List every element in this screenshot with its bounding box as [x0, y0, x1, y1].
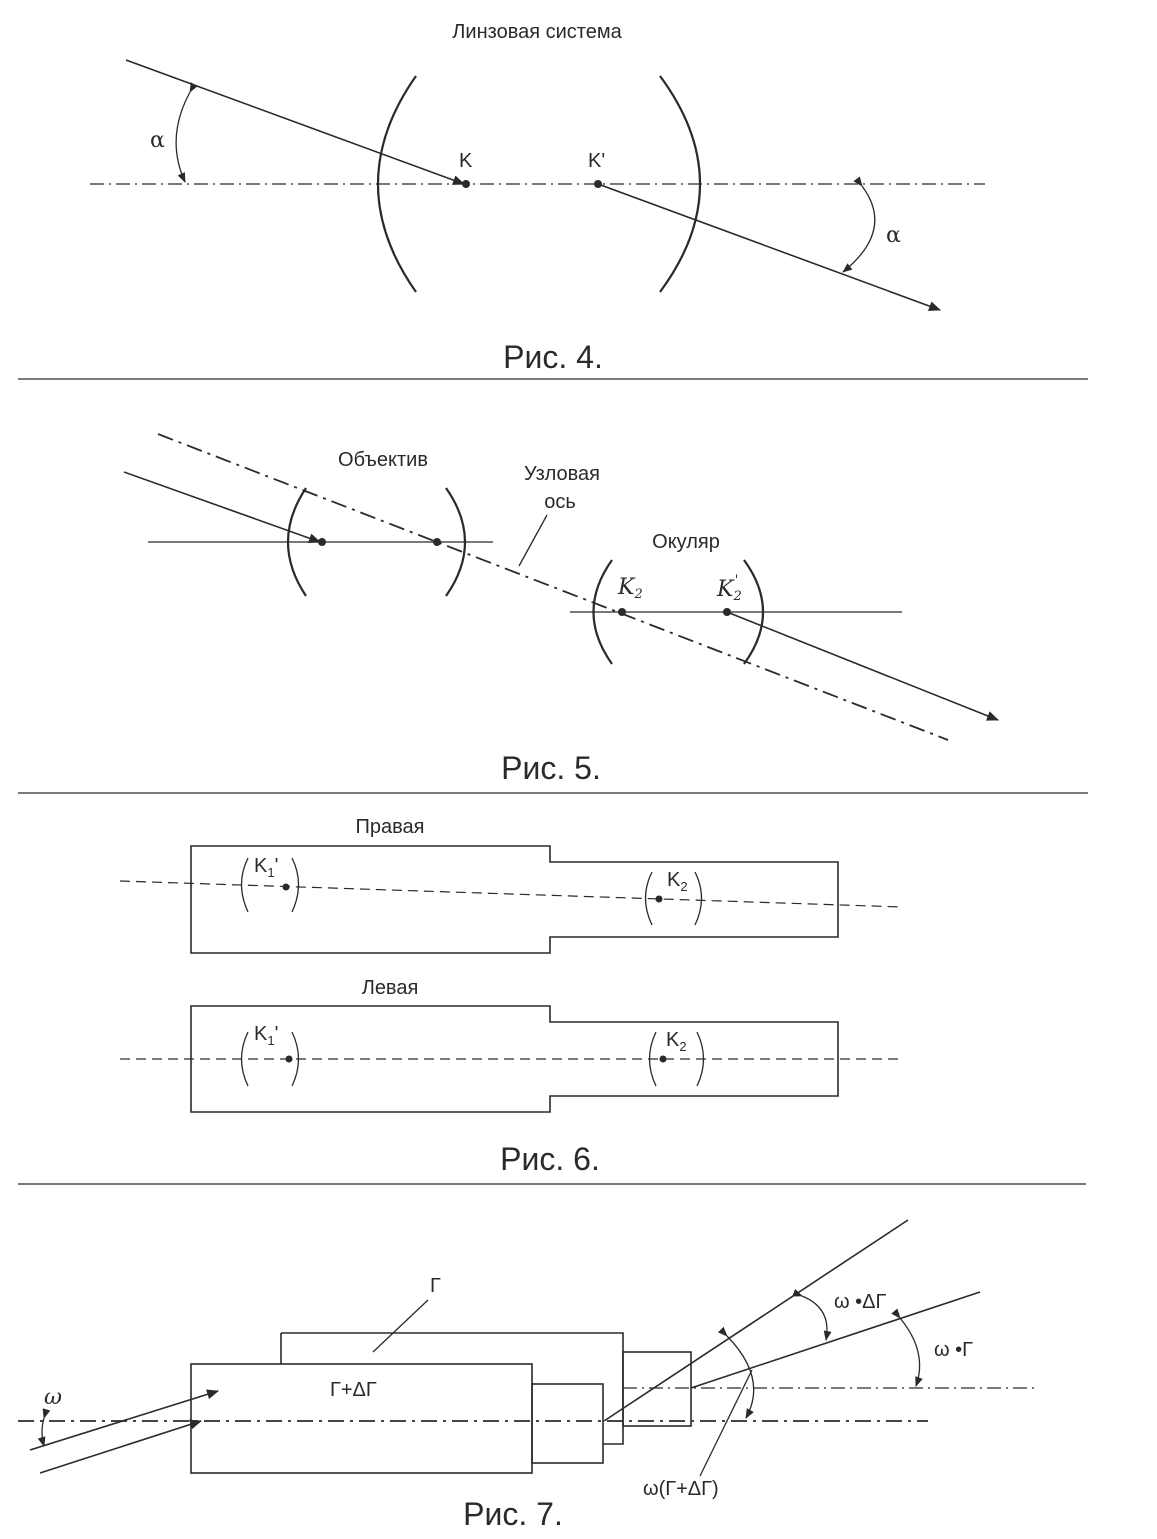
figure-6: Правая K1' K2 Левая K1' K2 Рис. 6. [119, 816, 903, 1177]
fig6-right-k1-lens-left [240, 857, 249, 913]
fig5-eyepiece-nodal-point-k2-prime [723, 608, 731, 616]
fig6-right-k2-point [655, 895, 663, 903]
figure-7: Г Г+ΔГ ω ω •ΔГ ω •Г ω(Г+ΔГ) Рис. 7. [18, 1219, 1035, 1532]
fig7-label-gamma-plus-delta: Г+ΔГ [330, 1379, 377, 1401]
fig5-eyepiece-label: Окуляр [652, 531, 720, 553]
fig4-caption: Рис. 4. [503, 339, 603, 375]
fig5-nodal-axis [157, 433, 949, 741]
fig6-right-k1-lens-right [291, 857, 300, 913]
fig5-emergent-ray [726, 611, 999, 721]
fig6-left-tube-outline [190, 1005, 839, 1113]
fig6-right-tube-outline [190, 845, 839, 954]
fig7-angle-arc-sum [717, 1326, 755, 1419]
fig4-lens-right-surface [659, 75, 702, 293]
fig4-label-k-prime: K' [588, 150, 605, 172]
fig4-nodal-point-k-prime [594, 180, 602, 188]
fig5-label-k2: K2 [617, 575, 643, 602]
fig6-left-k2-lens-left [648, 1031, 657, 1087]
fig7-label-omega-delta-gamma: ω •ΔГ [834, 1291, 887, 1313]
fig6-left-k1-lens-left [240, 1031, 249, 1087]
fig5-objective-nodal-point-back [433, 538, 441, 546]
fig7-back-eyepiece [622, 1351, 692, 1427]
fig5-nodal-axis-leader [518, 514, 548, 567]
fig6-right-label-k1: K1' [254, 855, 278, 880]
fig6-right-k2-lens-right [694, 871, 703, 926]
fig7-angle-arc-gamma [891, 1308, 923, 1387]
fig5-objective-label: Объектив [338, 449, 428, 471]
fig4-angle-arc-right [842, 176, 876, 273]
fig7-incident-ray-upper [29, 1389, 219, 1451]
fig4-lens-left-surface [376, 75, 417, 293]
fig5-objective-nodal-point-front [318, 538, 326, 546]
fig6-right-label-k2: K2 [667, 869, 688, 894]
fig7-label-gamma: Г [430, 1275, 441, 1297]
fig5-objective-left-surface [286, 487, 307, 597]
figure-5: Объектив Узловая ось Окуляр K2 K2' Рис. … [123, 433, 999, 786]
fig7-emergent-ray-steep [603, 1219, 909, 1422]
fig6-left-k1-point [285, 1055, 293, 1063]
fig6-left-label: Левая [362, 977, 419, 999]
fig6-right-k1-point [282, 883, 290, 891]
fig5-label-k2-prime: K2' [716, 573, 742, 604]
figure-4: Линзовая система K K' α α Рис. 4. [90, 21, 985, 375]
fig7-gamma-leader [372, 1299, 429, 1353]
fig7-incident-ray-lower [39, 1419, 202, 1474]
fig5-eyepiece-left-surface [592, 559, 613, 665]
fig5-eyepiece-right-surface [743, 559, 764, 665]
fig4-label-k: K [459, 150, 473, 172]
fig7-front-eyepiece [531, 1383, 604, 1464]
fig7-omega-label: ω [44, 1385, 62, 1410]
fig7-angle-arc-delta [792, 1288, 832, 1341]
fig6-left-k2-lens-right [696, 1031, 705, 1087]
fig5-objective-right-surface [445, 487, 467, 597]
fig6-left-k1-lens-right [291, 1031, 300, 1087]
fig4-emergent-ray [597, 183, 941, 311]
fig7-caption: Рис. 7. [463, 1496, 563, 1532]
fig6-left-label-k1: K1' [254, 1023, 278, 1048]
fig4-incident-ray [125, 59, 465, 185]
fig5-nodal-axis-label-2: ось [544, 491, 576, 513]
fig5-nodal-axis-label-1: Узловая [524, 463, 600, 485]
fig5-eyepiece-nodal-point-k2 [618, 608, 626, 616]
fig6-right-label: Правая [356, 816, 425, 838]
fig4-nodal-point-k [462, 180, 470, 188]
fig6-right-axis [119, 880, 903, 908]
fig6-left-label-k2: K2 [666, 1029, 687, 1054]
fig7-omega-arc [37, 1408, 51, 1447]
fig7-label-omega-gamma: ω •Г [934, 1339, 973, 1361]
fig6-right-k2-lens-left [644, 871, 653, 926]
fig4-alpha-left: α [150, 128, 165, 153]
fig7-sum-leader [699, 1369, 753, 1477]
fig4-alpha-right: α [886, 223, 901, 248]
fig7-label-omega-gamma-sum: ω(Г+ΔГ) [643, 1478, 719, 1500]
fig4-title: Линзовая система [452, 21, 622, 43]
fig5-incident-ray [123, 471, 321, 544]
fig6-left-k2-point [659, 1055, 667, 1063]
fig6-caption: Рис. 6. [500, 1141, 600, 1177]
fig5-caption: Рис. 5. [501, 750, 601, 786]
fig4-angle-arc-left [175, 82, 198, 183]
